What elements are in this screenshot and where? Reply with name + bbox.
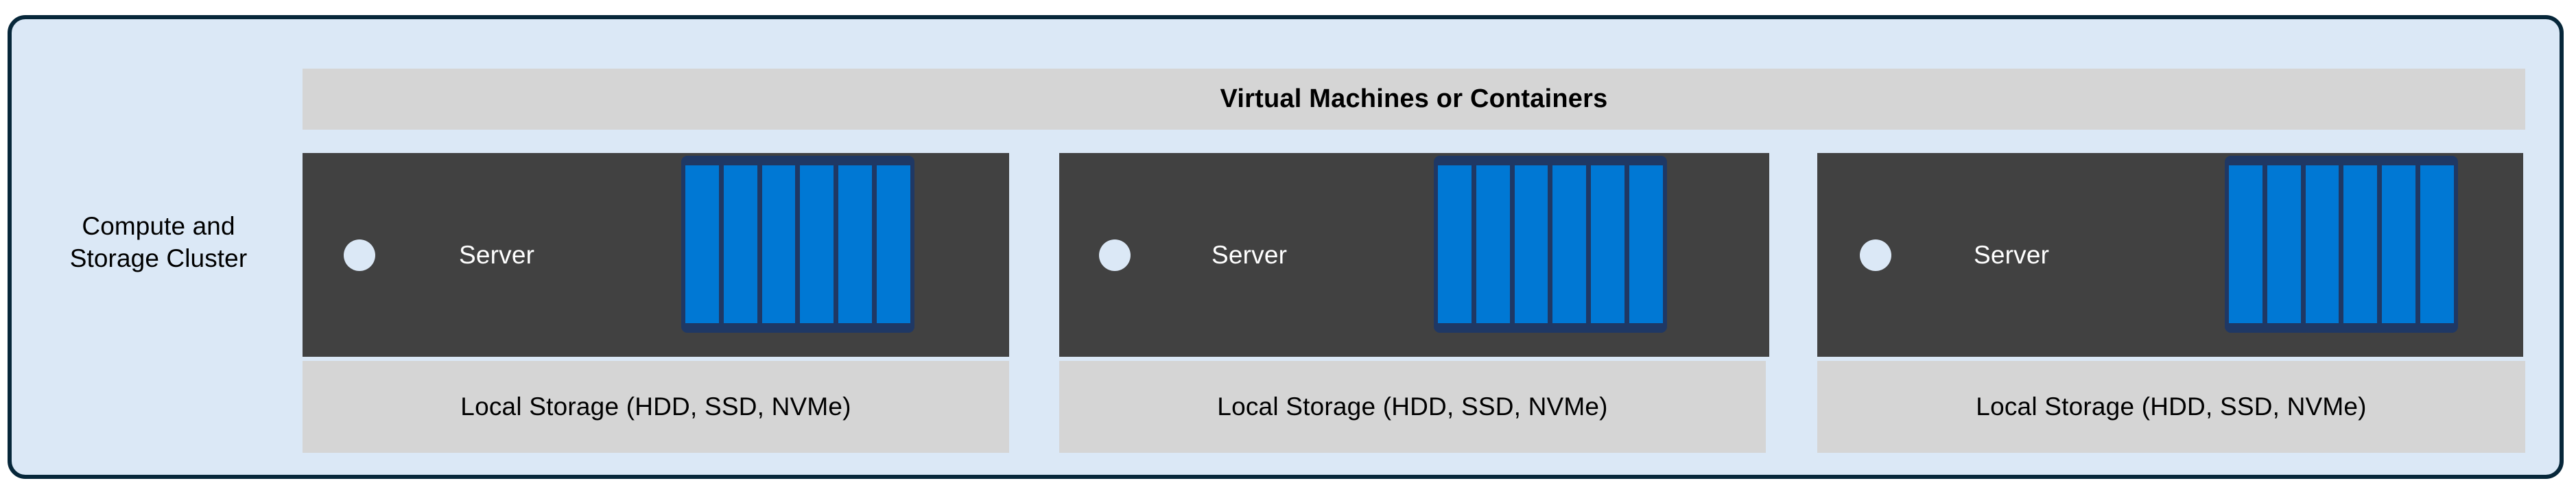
- drive-icon: [877, 165, 910, 323]
- server-status-dot-icon: [1860, 239, 1891, 271]
- cluster-node-3: Server: [1817, 153, 2525, 357]
- drive-icon: [2382, 165, 2416, 323]
- drive-icon: [800, 165, 834, 323]
- server-panel-3: Server: [1817, 153, 2523, 357]
- drive-icon: [1438, 165, 1472, 323]
- server-panel-1: Server: [303, 153, 1009, 357]
- drive-icon: [2305, 165, 2339, 323]
- server-label-3: Server: [1974, 240, 2050, 269]
- drive-icon: [2343, 165, 2378, 323]
- drive-icon: [838, 165, 873, 323]
- drive-bay-2: [1434, 156, 1667, 333]
- local-storage-label-3: Local Storage (HDD, SSD, NVMe): [1976, 392, 2367, 421]
- cluster-node-2: Server: [1059, 153, 1769, 357]
- virtual-machines-banner: Virtual Machines or Containers: [303, 69, 2525, 130]
- local-storage-bar-2: Local Storage (HDD, SSD, NVMe): [1059, 361, 1766, 453]
- drive-icon: [1591, 165, 1625, 323]
- local-storage-label-1: Local Storage (HDD, SSD, NVMe): [460, 392, 851, 421]
- drive-icon: [2267, 165, 2301, 323]
- drive-bay-1: [681, 156, 914, 333]
- server-label-2: Server: [1212, 240, 1288, 269]
- drive-icon: [1552, 165, 1587, 323]
- server-label-1: Server: [459, 240, 535, 269]
- cluster-node-1: Server: [303, 153, 1009, 357]
- drive-icon: [723, 165, 757, 323]
- local-storage-bar-3: Local Storage (HDD, SSD, NVMe): [1817, 361, 2525, 453]
- server-status-dot-icon: [1099, 239, 1131, 271]
- server-status-dot-icon: [344, 239, 375, 271]
- cluster-label: Compute and Storage Cluster: [69, 212, 248, 272]
- local-storage-label-2: Local Storage (HDD, SSD, NVMe): [1217, 392, 1608, 421]
- drive-icon: [2420, 165, 2454, 323]
- drive-icon: [2229, 165, 2262, 323]
- virtual-machines-banner-label: Virtual Machines or Containers: [1220, 84, 1608, 113]
- drive-icon: [1476, 165, 1510, 323]
- drive-bay-3: [2225, 156, 2458, 333]
- compute-storage-cluster-container: Compute and Storage Cluster Virtual Mach…: [8, 15, 2564, 479]
- local-storage-bar-1: Local Storage (HDD, SSD, NVMe): [303, 361, 1009, 453]
- server-panel-2: Server: [1059, 153, 1769, 357]
- drive-icon: [1514, 165, 1548, 323]
- drive-icon: [1629, 165, 1663, 323]
- drive-icon: [685, 165, 719, 323]
- drive-icon: [761, 165, 796, 323]
